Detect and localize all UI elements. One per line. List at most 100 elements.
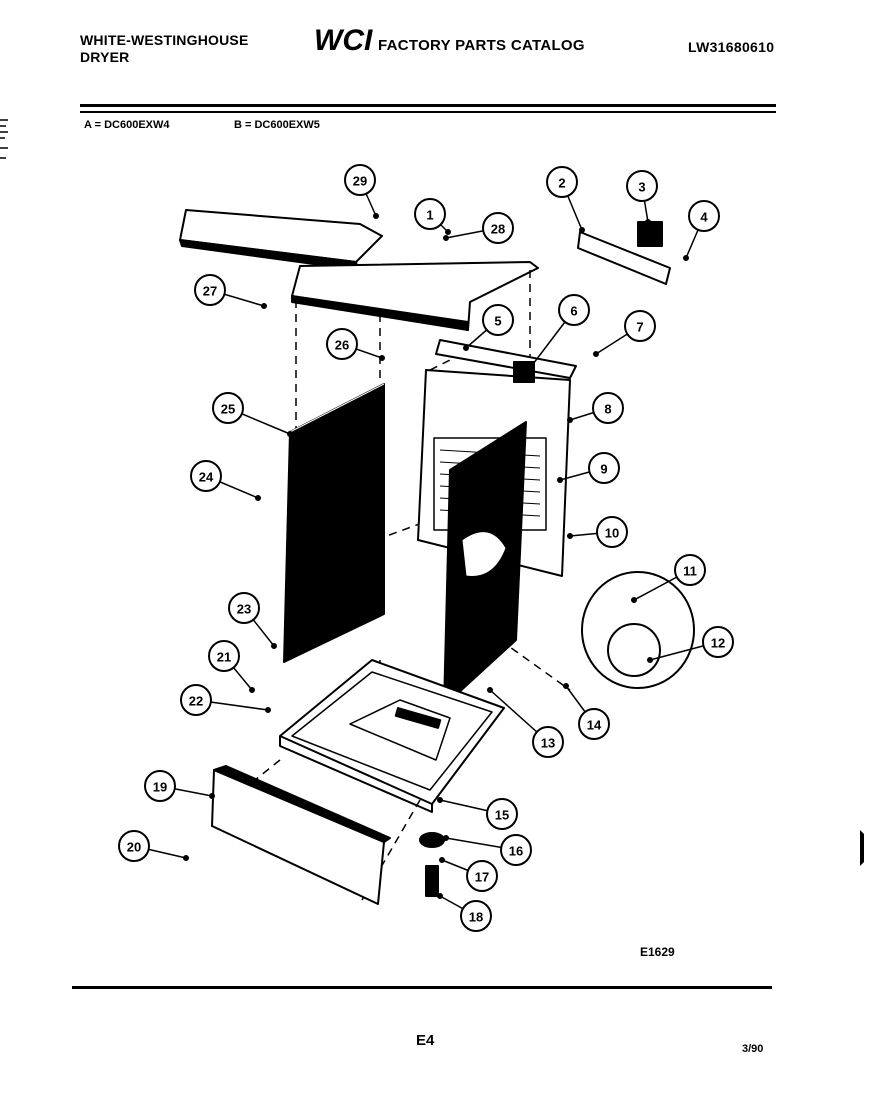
callout-27: 27 bbox=[194, 274, 267, 309]
callout-number: 7 bbox=[636, 320, 643, 335]
callout-23: 23 bbox=[228, 592, 277, 649]
callout-number: 14 bbox=[587, 718, 602, 733]
callout-number: 10 bbox=[605, 526, 619, 541]
logo-text: WCI bbox=[314, 24, 373, 56]
revision-date: 3/90 bbox=[742, 1043, 764, 1055]
callout-number: 20 bbox=[127, 840, 141, 855]
callout-3: 3 bbox=[626, 170, 658, 225]
callout-bubble bbox=[624, 310, 656, 342]
callout-number: 6 bbox=[570, 304, 577, 319]
callout-bubble bbox=[558, 294, 590, 326]
header-rule bbox=[80, 104, 776, 107]
figure-code: E1629 bbox=[640, 945, 675, 959]
callout-bubble bbox=[414, 198, 446, 230]
callout-bubble bbox=[208, 640, 240, 672]
brand-name: WHITE-WESTINGHOUSE bbox=[80, 32, 249, 48]
leader-dot bbox=[183, 855, 189, 861]
callout-bubble bbox=[588, 452, 620, 484]
leader-dot bbox=[647, 657, 653, 663]
callout-number: 2 bbox=[558, 176, 565, 191]
callout-25: 25 bbox=[212, 392, 293, 437]
brand-header: WHITE-WESTINGHOUSE DRYER bbox=[80, 32, 248, 66]
callout-number: 28 bbox=[491, 222, 505, 237]
leader-dot bbox=[579, 227, 585, 233]
callout-number: 8 bbox=[604, 402, 611, 417]
callout-17: 17 bbox=[439, 857, 498, 892]
leader-dot bbox=[255, 495, 261, 501]
callout-number: 12 bbox=[711, 636, 725, 651]
callout-number: 23 bbox=[237, 602, 251, 617]
leader-dot bbox=[487, 687, 493, 693]
callout-number: 24 bbox=[199, 470, 214, 485]
callout-bubble bbox=[702, 626, 734, 658]
callout-19: 19 bbox=[144, 770, 215, 802]
callout-29: 29 bbox=[344, 164, 379, 219]
callout-number: 4 bbox=[700, 210, 708, 225]
callout-9: 9 bbox=[557, 452, 620, 484]
callout-number: 26 bbox=[335, 338, 349, 353]
callout-number: 3 bbox=[638, 180, 645, 195]
callout-bubble bbox=[144, 770, 176, 802]
callout-bubble bbox=[194, 274, 226, 306]
callout-number: 15 bbox=[495, 808, 509, 823]
callout-number: 27 bbox=[203, 284, 217, 299]
leader-dot bbox=[567, 417, 573, 423]
leader-dot bbox=[557, 477, 563, 483]
callout-number: 9 bbox=[600, 462, 607, 477]
callout-bubble bbox=[326, 328, 358, 360]
leader-dot bbox=[287, 431, 293, 437]
callout-28: 28 bbox=[443, 212, 514, 244]
callout-bubble bbox=[228, 592, 260, 624]
top-panel-part bbox=[291, 261, 539, 331]
callout-bubble bbox=[344, 164, 376, 196]
callout-13: 13 bbox=[487, 687, 564, 758]
callout-2: 2 bbox=[546, 166, 585, 233]
wci-logo: WCI bbox=[314, 24, 373, 56]
callout-bubble bbox=[688, 200, 720, 232]
callout-number: 25 bbox=[221, 402, 235, 417]
leader-dot bbox=[443, 835, 449, 841]
leader-dot bbox=[437, 797, 443, 803]
leader-dot bbox=[463, 345, 469, 351]
callout-16: 16 bbox=[443, 834, 532, 866]
leader-dot bbox=[631, 597, 637, 603]
leader-dot bbox=[373, 213, 379, 219]
callout-bubble bbox=[460, 900, 492, 932]
callout-bubble bbox=[118, 830, 150, 862]
leader-dot bbox=[261, 303, 267, 309]
callout-number: 19 bbox=[153, 780, 167, 795]
callout-7: 7 bbox=[593, 310, 656, 357]
kick-panel-part bbox=[211, 765, 391, 905]
callout-number: 21 bbox=[217, 650, 231, 665]
callout-number: 22 bbox=[189, 694, 203, 709]
page-code: E4 bbox=[416, 1032, 435, 1049]
callout-bubble bbox=[674, 554, 706, 586]
callout-5: 5 bbox=[463, 304, 514, 351]
callout-11: 11 bbox=[631, 554, 706, 603]
callout-bubble bbox=[532, 726, 564, 758]
callout-bubble bbox=[486, 798, 518, 830]
callout-bubble bbox=[190, 460, 222, 492]
leader-dot bbox=[209, 793, 215, 799]
document-number: LW31680610 bbox=[688, 39, 775, 55]
callout-number: 1 bbox=[426, 208, 433, 223]
drum-seal-part bbox=[581, 571, 695, 689]
leader-dot bbox=[683, 255, 689, 261]
model-a-label: A = DC600EXW4 bbox=[84, 119, 170, 131]
leader-dot bbox=[645, 219, 651, 225]
base-part bbox=[279, 659, 505, 813]
leader-dot bbox=[379, 355, 385, 361]
callout-bubble bbox=[466, 860, 498, 892]
left-side-panel-part bbox=[283, 383, 385, 663]
callout-22: 22 bbox=[180, 684, 271, 716]
right-front-panel-part bbox=[443, 421, 527, 707]
callout-bubble bbox=[626, 170, 658, 202]
callout-bubble bbox=[500, 834, 532, 866]
callout-14: 14 bbox=[563, 683, 610, 740]
callout-number: 13 bbox=[541, 736, 555, 751]
callout-number: 17 bbox=[475, 870, 489, 885]
callout-8: 8 bbox=[567, 392, 624, 424]
leader-dot bbox=[443, 235, 449, 241]
callout-bubble bbox=[180, 684, 212, 716]
